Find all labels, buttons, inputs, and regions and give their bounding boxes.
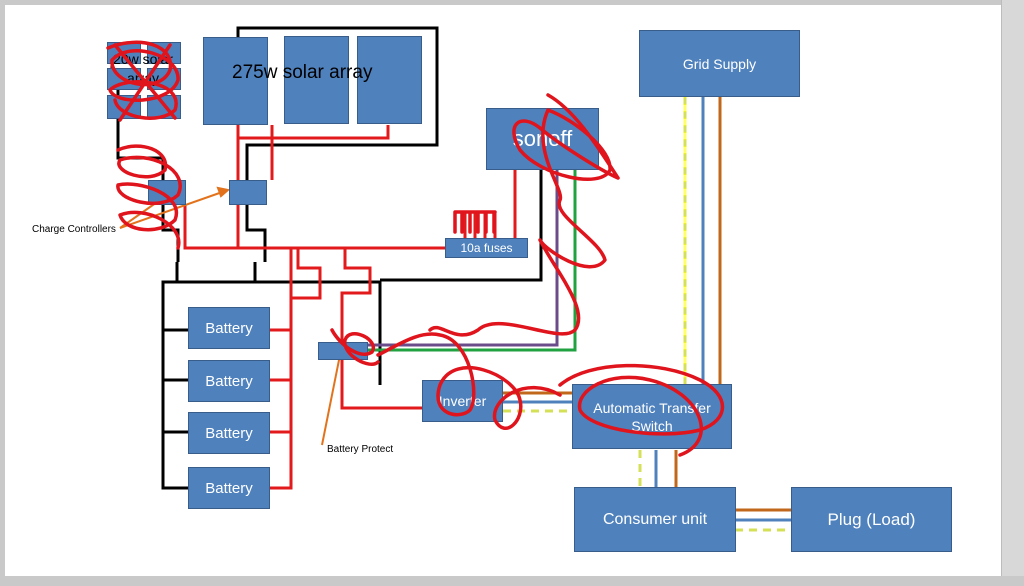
inverter-box: Inverter — [422, 380, 503, 422]
sonoff-box: sonoff — [486, 108, 599, 170]
consumer-unit-box: Consumer unit — [574, 487, 736, 552]
window-edge-bottom — [0, 576, 1024, 586]
battery-3: Battery — [188, 412, 270, 454]
plug-load-box: Plug (Load) — [791, 487, 952, 552]
charge-controller-1 — [148, 180, 186, 205]
solar-panel-1 — [203, 37, 268, 125]
window-edge-right — [1002, 0, 1024, 586]
solar-panel-2 — [284, 36, 349, 124]
signal-wires — [368, 170, 577, 352]
battery-1: Battery — [188, 307, 270, 349]
window-edge-left — [0, 0, 5, 586]
window-edge-top — [0, 0, 1024, 5]
small-panel-5 — [107, 95, 141, 119]
ats-box: Automatic Transfer Switch — [572, 384, 732, 449]
battery-2: Battery — [188, 360, 270, 402]
small-panel-6 — [147, 95, 181, 119]
charge-controllers-label: Charge Controllers — [32, 224, 116, 235]
window-edge-right-line — [1001, 0, 1002, 586]
battery-protect-label: Battery Protect — [327, 444, 394, 455]
solar-array-label: 275w solar array — [232, 62, 373, 83]
small-array-label: 20w solar array — [113, 51, 173, 86]
battery-4: Battery — [188, 467, 270, 509]
battery-protect-box — [318, 342, 368, 360]
charge-controller-2 — [229, 180, 267, 205]
grid-supply-box: Grid Supply — [639, 30, 800, 97]
fuses-box: 10a fuses — [445, 238, 528, 258]
solar-panel-3 — [357, 36, 422, 124]
